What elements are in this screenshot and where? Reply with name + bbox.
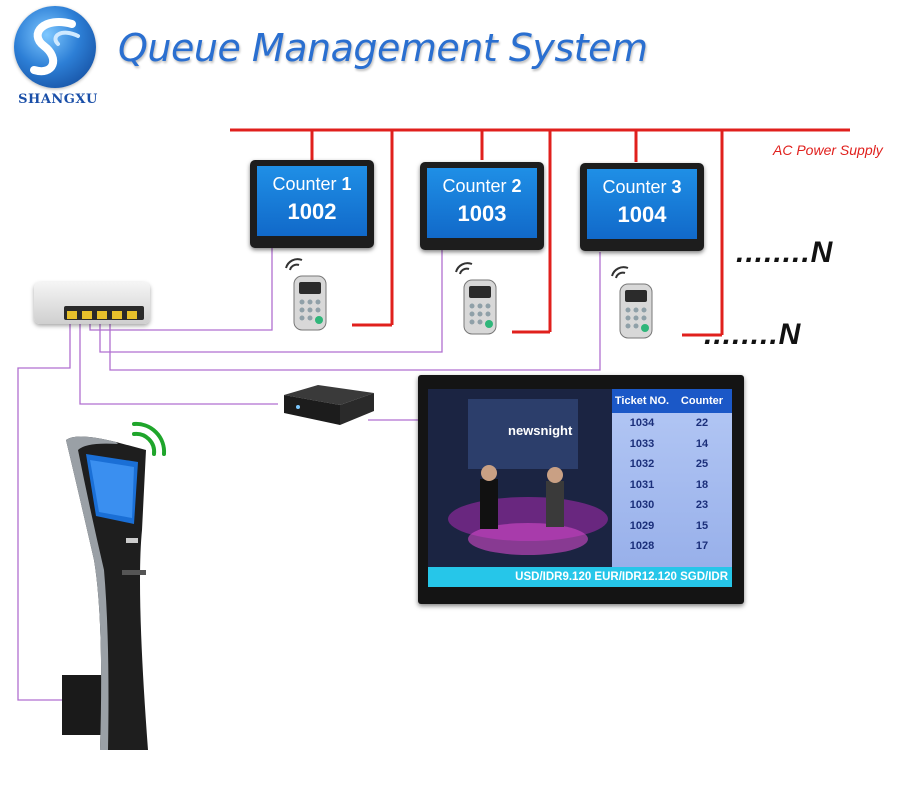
row-ticket: 1032 bbox=[629, 458, 655, 470]
ac-power-lines bbox=[230, 128, 850, 337]
counter-ticket: 1003 bbox=[457, 201, 507, 226]
counter-label: Counter bbox=[442, 176, 507, 196]
row-counter: 23 bbox=[695, 499, 709, 511]
row-ticket: 1031 bbox=[629, 478, 655, 491]
table-row: 1028 17 bbox=[612, 536, 732, 557]
counter-ticket: 1002 bbox=[287, 199, 337, 224]
wifi-signal-icon bbox=[611, 266, 629, 279]
wifi-signal-icon bbox=[285, 258, 303, 271]
table-header: Ticket NO. Counter bbox=[612, 389, 732, 413]
video-caption: newsnight bbox=[508, 423, 573, 438]
counter-label: Counter bbox=[272, 174, 337, 194]
wifi-signal-icon bbox=[455, 262, 473, 275]
table-row: 1033 14 bbox=[612, 434, 732, 455]
row-counter: 22 bbox=[695, 417, 709, 429]
row-counter: 14 bbox=[695, 437, 709, 450]
table-row: 1029 15 bbox=[612, 516, 732, 537]
brand-name: SHANGXU bbox=[18, 92, 98, 107]
ac-power-label: AC Power Supply bbox=[773, 142, 883, 158]
row-counter: 15 bbox=[695, 519, 709, 532]
network-router bbox=[34, 282, 150, 324]
wireless-keypad-2 bbox=[455, 262, 497, 335]
more-counters-label: ........N bbox=[736, 236, 834, 269]
counter-number: 2 bbox=[511, 176, 522, 196]
header-counter: Counter bbox=[680, 395, 724, 407]
queue-display-screen: newsnight Ticket NO. Counter 1034 22 1033… bbox=[418, 375, 744, 604]
counter-number: 3 bbox=[671, 177, 682, 197]
media-player-box bbox=[284, 385, 374, 425]
counter-ticket: 1004 bbox=[617, 202, 667, 227]
more-remotes-label: ........N bbox=[704, 318, 802, 351]
counter-display-1: Counter 1 1002 bbox=[250, 160, 374, 248]
row-counter: 17 bbox=[695, 540, 709, 552]
table-row: 1031 18 bbox=[612, 475, 732, 496]
counter-display-3: Counter 3 1004 bbox=[580, 163, 704, 251]
header-ticket: Ticket NO. bbox=[614, 395, 670, 407]
wireless-keypad-1 bbox=[285, 258, 327, 331]
row-ticket: 1028 bbox=[629, 540, 655, 552]
table-row: 1030 23 bbox=[612, 495, 732, 516]
row-counter: 25 bbox=[695, 458, 709, 470]
news-video: newsnight bbox=[428, 389, 612, 567]
row-counter: 18 bbox=[695, 478, 709, 491]
table-row: 1034 22 bbox=[612, 413, 732, 434]
exchange-rate-ticker: USD/IDR9.120 EUR/IDR12.120 SGD/IDR bbox=[428, 567, 732, 587]
router-ports bbox=[64, 306, 144, 320]
row-ticket: 1030 bbox=[629, 499, 655, 511]
wireless-keypad-3 bbox=[611, 266, 653, 339]
studio-scene bbox=[428, 389, 612, 567]
counter-display-2: Counter 2 1003 bbox=[420, 162, 544, 250]
counter-label: Counter bbox=[602, 177, 667, 197]
counter-number: 1 bbox=[341, 174, 352, 194]
row-ticket: 1034 bbox=[629, 417, 655, 429]
logo-swirl-icon bbox=[30, 18, 80, 76]
data-cables bbox=[17, 248, 601, 701]
shangxu-logo bbox=[14, 6, 96, 88]
page-title: Queue Management System bbox=[118, 26, 648, 70]
ticket-kiosk bbox=[62, 421, 167, 750]
row-ticket: 1033 bbox=[629, 437, 655, 450]
row-ticket: 1029 bbox=[629, 519, 655, 532]
table-row: 1032 25 bbox=[612, 454, 732, 475]
